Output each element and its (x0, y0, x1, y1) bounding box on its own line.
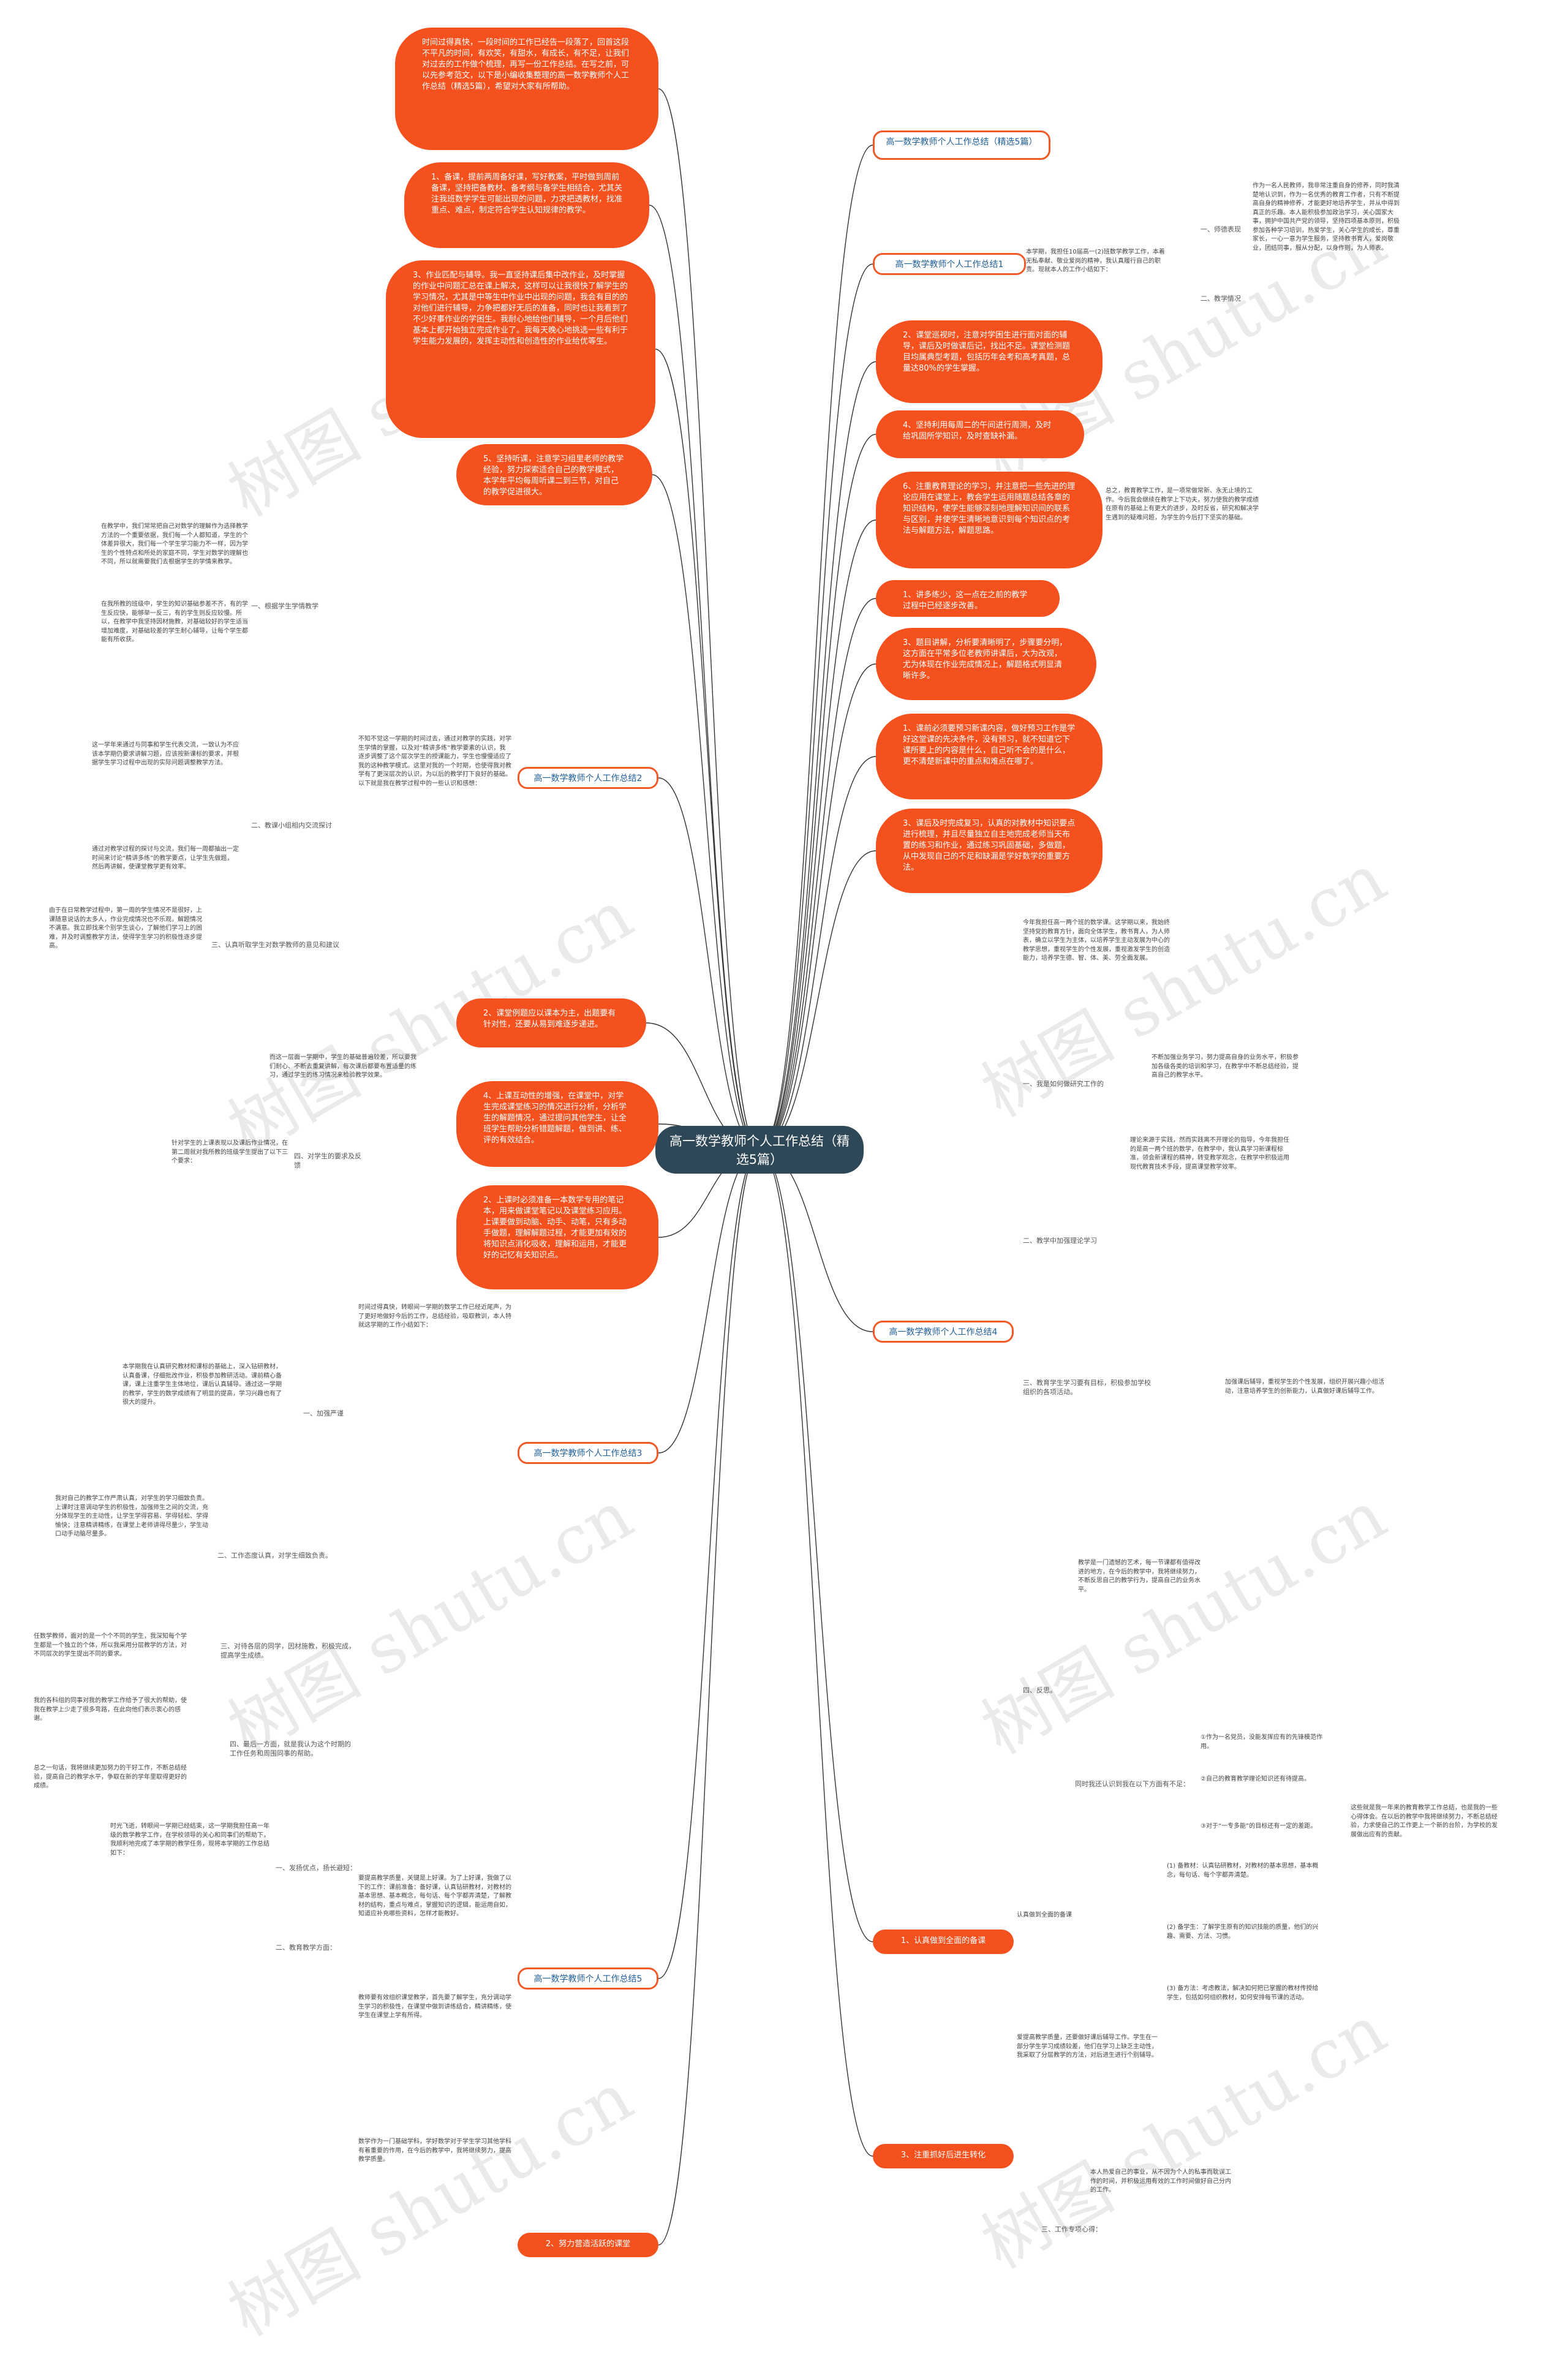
note-text: 总之，教育教学工作，是一项常做常新、永无止境的工作。今后我会继续在教学上下功夫，… (1106, 488, 1259, 521)
connector-line (658, 88, 760, 1150)
point-pill[interactable]: 1、认真做到全面的备课 (873, 1930, 1014, 1954)
note-text: 要提高教学质量，关键是上好课。为了上好课，我做了以下的工作：课前准备：备好课，认… (358, 1875, 511, 1917)
connector-line (658, 1149, 760, 1454)
note-text: 这些就是我一年来的教育教学工作总结，也是我的一些心得体会。在以后的教学中我将继续… (1351, 1805, 1498, 1838)
branch-label: 一、师德表现 (1200, 225, 1241, 233)
connector-line (759, 145, 873, 1150)
note-text: 时光飞逝，转眼间一学期已经结束，这一学期我担任高一年级的数学教学工作，在学校领导… (110, 1823, 270, 1857)
connector-line (652, 474, 760, 1150)
connector-line (649, 205, 760, 1150)
point-pill[interactable]: 1、课前必须要预习新课内容，做好预习工作是学好这堂课的先决条件，没有预习，就不知… (876, 714, 1102, 799)
section-summary-4[interactable]: 高一数学教师个人工作总结4 (873, 1321, 1014, 1343)
connector-line (658, 777, 760, 1150)
branch-label: 三、工作专项心得： (1041, 2225, 1102, 2233)
section-summary-1[interactable]: 高一数学教师个人工作总结1 (873, 253, 1026, 275)
branch-label: 四、反思。 (1023, 1686, 1057, 1694)
point-pill[interactable]: 5、坚持听课，注意学习组里老师的教学经验，努力探索适合自己的教学模式，本学年平均… (456, 444, 652, 505)
branch-label: 四、最后一方面，就是我认为这个时期的工作任务和周围同事的帮助。 (230, 1740, 351, 1757)
section-summary-3[interactable]: 高一数学教师个人工作总结3 (518, 1442, 658, 1464)
connector-line (658, 1149, 760, 1979)
point-pill[interactable]: 3、题目讲解，分析要清晰明了，步骤要分明，这方面在平常多位老教师讲课后，大为改观… (876, 628, 1096, 700)
point-pill[interactable]: 3、课后及时完成复习，认真的对教材中知识要点进行梳理，并且尽量独立自主地完成老师… (876, 809, 1102, 893)
connector-line (759, 263, 873, 1150)
point-pill[interactable]: 4、上课互动性的增强，在课堂中，对学生完成课堂练习的情况进行分析，分析学生的解题… (456, 1081, 658, 1167)
note-text: 任数学教师，面对的是一个个不同的学生，我深知每个学生都是一个独立的个体，所以我采… (34, 1633, 187, 1658)
point-pill[interactable]: 1、讲多练少，这一点在之前的教学过程中已经逐步改善。 (876, 580, 1060, 617)
list-item: ①作为一名党员，没能发挥应有的先锋模范作用。 (1200, 1734, 1322, 1750)
connector-line (759, 361, 876, 1150)
root-topic[interactable]: 高一数学教师个人工作总结（精选5篇） (655, 1126, 864, 1174)
section-summary-5[interactable]: 高一数学教师个人工作总结5 (518, 1967, 658, 1990)
point-pill[interactable]: 4、坚持利用每周二的午间进行周测，及时给巩固所学知识，及时查缺补漏。 (876, 410, 1084, 458)
point-pill[interactable]: 2、课堂例题应以课本为主，出题要有针对性，还要从易到难逐步递进。 (456, 998, 646, 1047)
connector-line (759, 850, 876, 1150)
note-text: 教学是一门遗憾的艺术，每一节课都有值得改进的地方，在今后的教学中，我将继续努力，… (1078, 1560, 1200, 1593)
note-text: 在我所教的班级中，学生的知识基础参差不齐，有的学生反应快，能够举一反三，有的学生… (101, 601, 248, 643)
note-text: 而这一层面一学期中，学生的基础普遍较差，所以要我们耐心、不断去重复讲解，每次课后… (270, 1054, 417, 1079)
section-intro[interactable]: 高一数学教师个人工作总结（精选5篇） (873, 130, 1050, 160)
note-text: 不知不觉这一学期的时间过去，通过对教学的实践，对学生学情的掌握，以及对“精讲多练… (358, 736, 511, 787)
connector-line (759, 663, 876, 1150)
branch-label: 三、教育学生学习要有目标，积极参加学校组织的各项活动。 (1023, 1379, 1151, 1396)
note-text: 通过对教学过程的探讨与交流，我们每一周都抽出一定时间来讨论“精讲多练”的教学要点… (92, 846, 239, 870)
point-pill[interactable]: 3、注重抓好后进生转化 (873, 2144, 1014, 2168)
connector-line (759, 1149, 873, 1942)
connector-line (759, 598, 876, 1150)
connector-line (655, 349, 760, 1150)
point-pill[interactable]: 2、努力营造活跃的课堂 (518, 2233, 658, 2257)
note-text: 本学期，我担任10届高一(2)班数学教学工作，本着无私奉献、敬业爱岗的精神，我认… (1026, 249, 1165, 273)
note-text: 时间过得真快，转眼间一学期的数学工作已经近尾声，为了更好地做好今后的工作，总结经… (358, 1304, 511, 1329)
branch-label: 一、加强严谨 (303, 1409, 344, 1417)
note-text: 我的各科组的同事对我的教学工作给予了很大的帮助，使我在教学上少走了很多弯路，在此… (34, 1697, 187, 1722)
note-text: 爱提高教学质量，还要做好课后辅导工作。学生在一部分学生学习成绩较差，他们在学习上… (1017, 2034, 1158, 2059)
connector-line (759, 756, 876, 1150)
branch-label: 二、教育教学方面： (276, 1944, 336, 1952)
connector-line (658, 1149, 760, 2246)
point-pill[interactable]: 3、作业匹配与辅导。我一直坚持课后集中改作业，及时掌握的作业中问题汇总在课上解决… (386, 260, 655, 438)
note-text: 针对学生的上课表现以及课后作业情况，在第二周就对我所教的班级学生提出了以下三个要… (172, 1140, 288, 1164)
note-text: 教师要有效组织课堂教学，首先要了解学生，充分调动学生学习的积极性，在课堂中做到讲… (358, 1994, 511, 2019)
list-item: ②自己的教育教学理论知识还有待提高。 (1200, 1776, 1310, 1782)
branch-label: 三、认真听取学生对数学教师的意见和建议 (211, 941, 339, 949)
branch-label: 四、对学生的要求及反馈 (294, 1152, 361, 1169)
note-text: 不断加强业务学习，努力提高自身的业务水平，积极参加各级各类的培训和学习，在教学中… (1152, 1054, 1298, 1079)
list-item: (2) 备学生：了解学生原有的知识技能的质量，他们的兴趣、需要、方法、习惯。 (1167, 1924, 1319, 1940)
branch-label: 一、我是如何做研究工作的 (1023, 1080, 1104, 1088)
note-text: 这一学年来通过与同事和学生代表交流，一致认为不应该本学期仍要求讲解习题，应该按新… (92, 742, 239, 766)
list-item: (3) 备方法：考虑教法，解决如何把已掌握的教材传授给学生，包括如何组织教材，如… (1167, 1985, 1319, 2001)
section-summary-2[interactable]: 高一数学教师个人工作总结2 (518, 767, 658, 789)
note-text: 本学期我在认真研究教材和课标的基础上，深入钻研教材，认真备课，仔细批改作业，积极… (123, 1364, 282, 1406)
branch-label: 二、教课小组相内交流探讨 (251, 821, 332, 829)
note-text: 总之一句话，我将继续更加努力的干好工作，不断总结经验，提高自己的教学水平，争取在… (34, 1765, 187, 1789)
note-text: 加强课后辅导，重视学生的个性发展，组织开展兴趣小组活动，注意培养学生的创新能力，… (1225, 1379, 1384, 1395)
note-text: 理论来源于实践，然而实践离不开理论的指导，今年我担任的是高一两个班的数学，在教学… (1130, 1137, 1289, 1171)
branch-label: 一、根据学生学情教学 (251, 602, 318, 610)
point-pill[interactable]: 6、注重教育理论的学习，并注意把一些先进的理论应用在课堂上，教会学生运用随题总结… (876, 472, 1102, 568)
branch-label: 同时我还认识到我在以下方面有不足： (1075, 1780, 1189, 1788)
note-text: 数学作为一门基础学科，学好数学对于学生学习其他学科有着重要的作用，在今后的教学中… (358, 2138, 511, 2163)
note-text: 作为一名人民教师，我非常注重自身的修养，同时我清楚地认识到，作为一名优秀的教育工… (1253, 183, 1400, 252)
point-pill[interactable]: 2、上课时必须准备一本数学专用的笔记本，用来做课堂笔记以及课堂练习应用。上课要做… (456, 1185, 658, 1289)
point-pill[interactable]: 2、课堂巡视时，注意对学困生进行面对面的辅导，课后及时做课后记，找出不足。课堂检… (876, 320, 1102, 403)
connector-line (759, 434, 876, 1150)
note-text: 我对自己的教学工作严肃认真，对学生的学习细致负责。上课时注意调动学生的积极性，加… (55, 1495, 208, 1537)
note-text: 在教学中，我们常常把自己对数学的理解作为选择教学方法的一个重要依据，我们每一个人… (101, 523, 248, 565)
connector-line (759, 1149, 873, 2157)
point-pill[interactable]: 1、备课，提前两周备好课，写好教案，平时做到周前备课，坚持把备教材、备考纲与备学… (404, 162, 649, 248)
list-item: ③对于“一专多能”的目标还有一定的差距。 (1200, 1823, 1317, 1830)
list-item: (1) 备教材：认真钻研教材，对教材的基本思想，基本概念，每句话、每个字都弄清楚… (1167, 1863, 1319, 1879)
note-text: 认真做到全面的备课 (1017, 1912, 1072, 1918)
branch-label: 二、教学中加强理论学习 (1023, 1237, 1097, 1245)
note-text: 由于在日常教学过程中，第一周的学生情况不是很好，上课随意说话的太多人，作业完成情… (49, 907, 202, 949)
branch-label: 二、工作态度认真，对学生细致负责。 (217, 1552, 332, 1560)
branch-label: 二、教学情况 (1200, 295, 1241, 303)
connector-line (759, 519, 876, 1150)
branch-label: 一、发扬优点，扬长避短： (276, 1864, 356, 1872)
intro-pill[interactable]: 时间过得真快，一段时间的工作已经告一段落了，回首这段不平凡的时间，有欢笑，有甜水… (395, 28, 658, 150)
note-text: 今年我担任高一两个班的数学课。这学期以来，我始终坚持党的教育方针，面向全体学生，… (1023, 919, 1170, 962)
note-text: 本人热爱自己的事业，从不因为个人的私事而耽误工作的时间，并积极运用有效的工作时间… (1090, 2169, 1231, 2194)
branch-label: 三、对待各层的同学，因材施教，积极完成，提高学生成绩。 (221, 1642, 355, 1659)
